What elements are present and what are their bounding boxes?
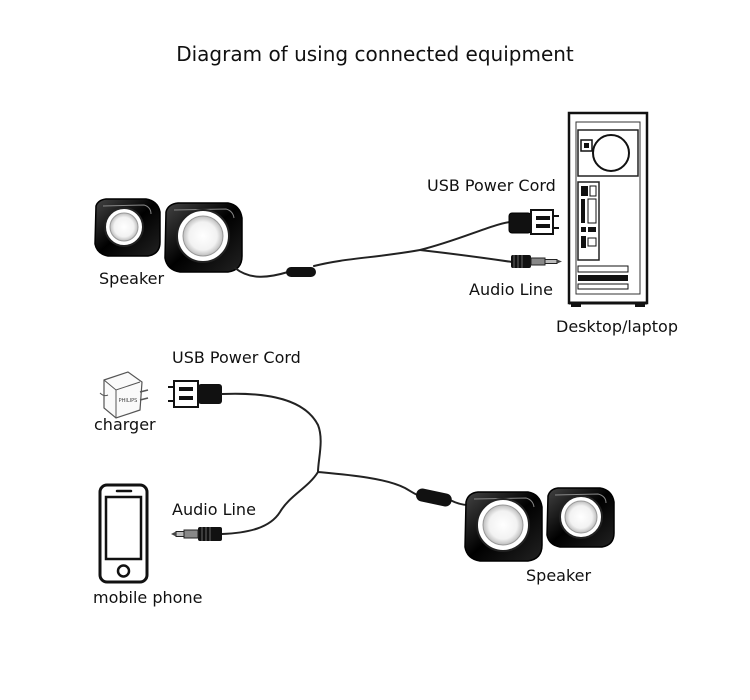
top-cables [234,221,513,278]
mobile-phone-label: mobile phone [93,588,203,607]
desktop-laptop-label: Desktop/laptop [556,317,678,336]
bottom-usb-power-cord-label: USB Power Cord [172,348,301,367]
bottom-speaker-pair [464,487,615,562]
bottom-speaker-right [546,487,615,548]
top-usb-power-cord-label: USB Power Cord [427,176,556,195]
bottom-usb-plug [168,380,222,408]
bottom-speaker-left [464,491,543,562]
top-speaker-label: Speaker [99,269,165,288]
top-audio-line-label: Audio Line [469,280,553,299]
bottom-audio-line-label: Audio Line [172,500,256,519]
diagram-title: Diagram of using connected equipment [176,42,574,66]
bottom-cable-splitter [416,488,452,507]
top-usb-plug [508,209,559,235]
charger-label: charger [94,415,156,434]
top-speaker-right [164,202,243,273]
top-cable-splitter [286,267,316,277]
charger-brand-text: PHILIPS [119,398,138,404]
top-audio-jack [511,255,562,268]
top-speaker-pair [94,198,243,273]
desktop-tower [567,111,649,307]
bottom-speaker-label: Speaker [526,566,592,585]
bottom-cables [221,392,469,535]
mobile-phone-icon [98,483,149,584]
top-speaker-left [94,198,161,257]
charger-icon [99,371,149,419]
bottom-audio-jack [171,527,222,541]
